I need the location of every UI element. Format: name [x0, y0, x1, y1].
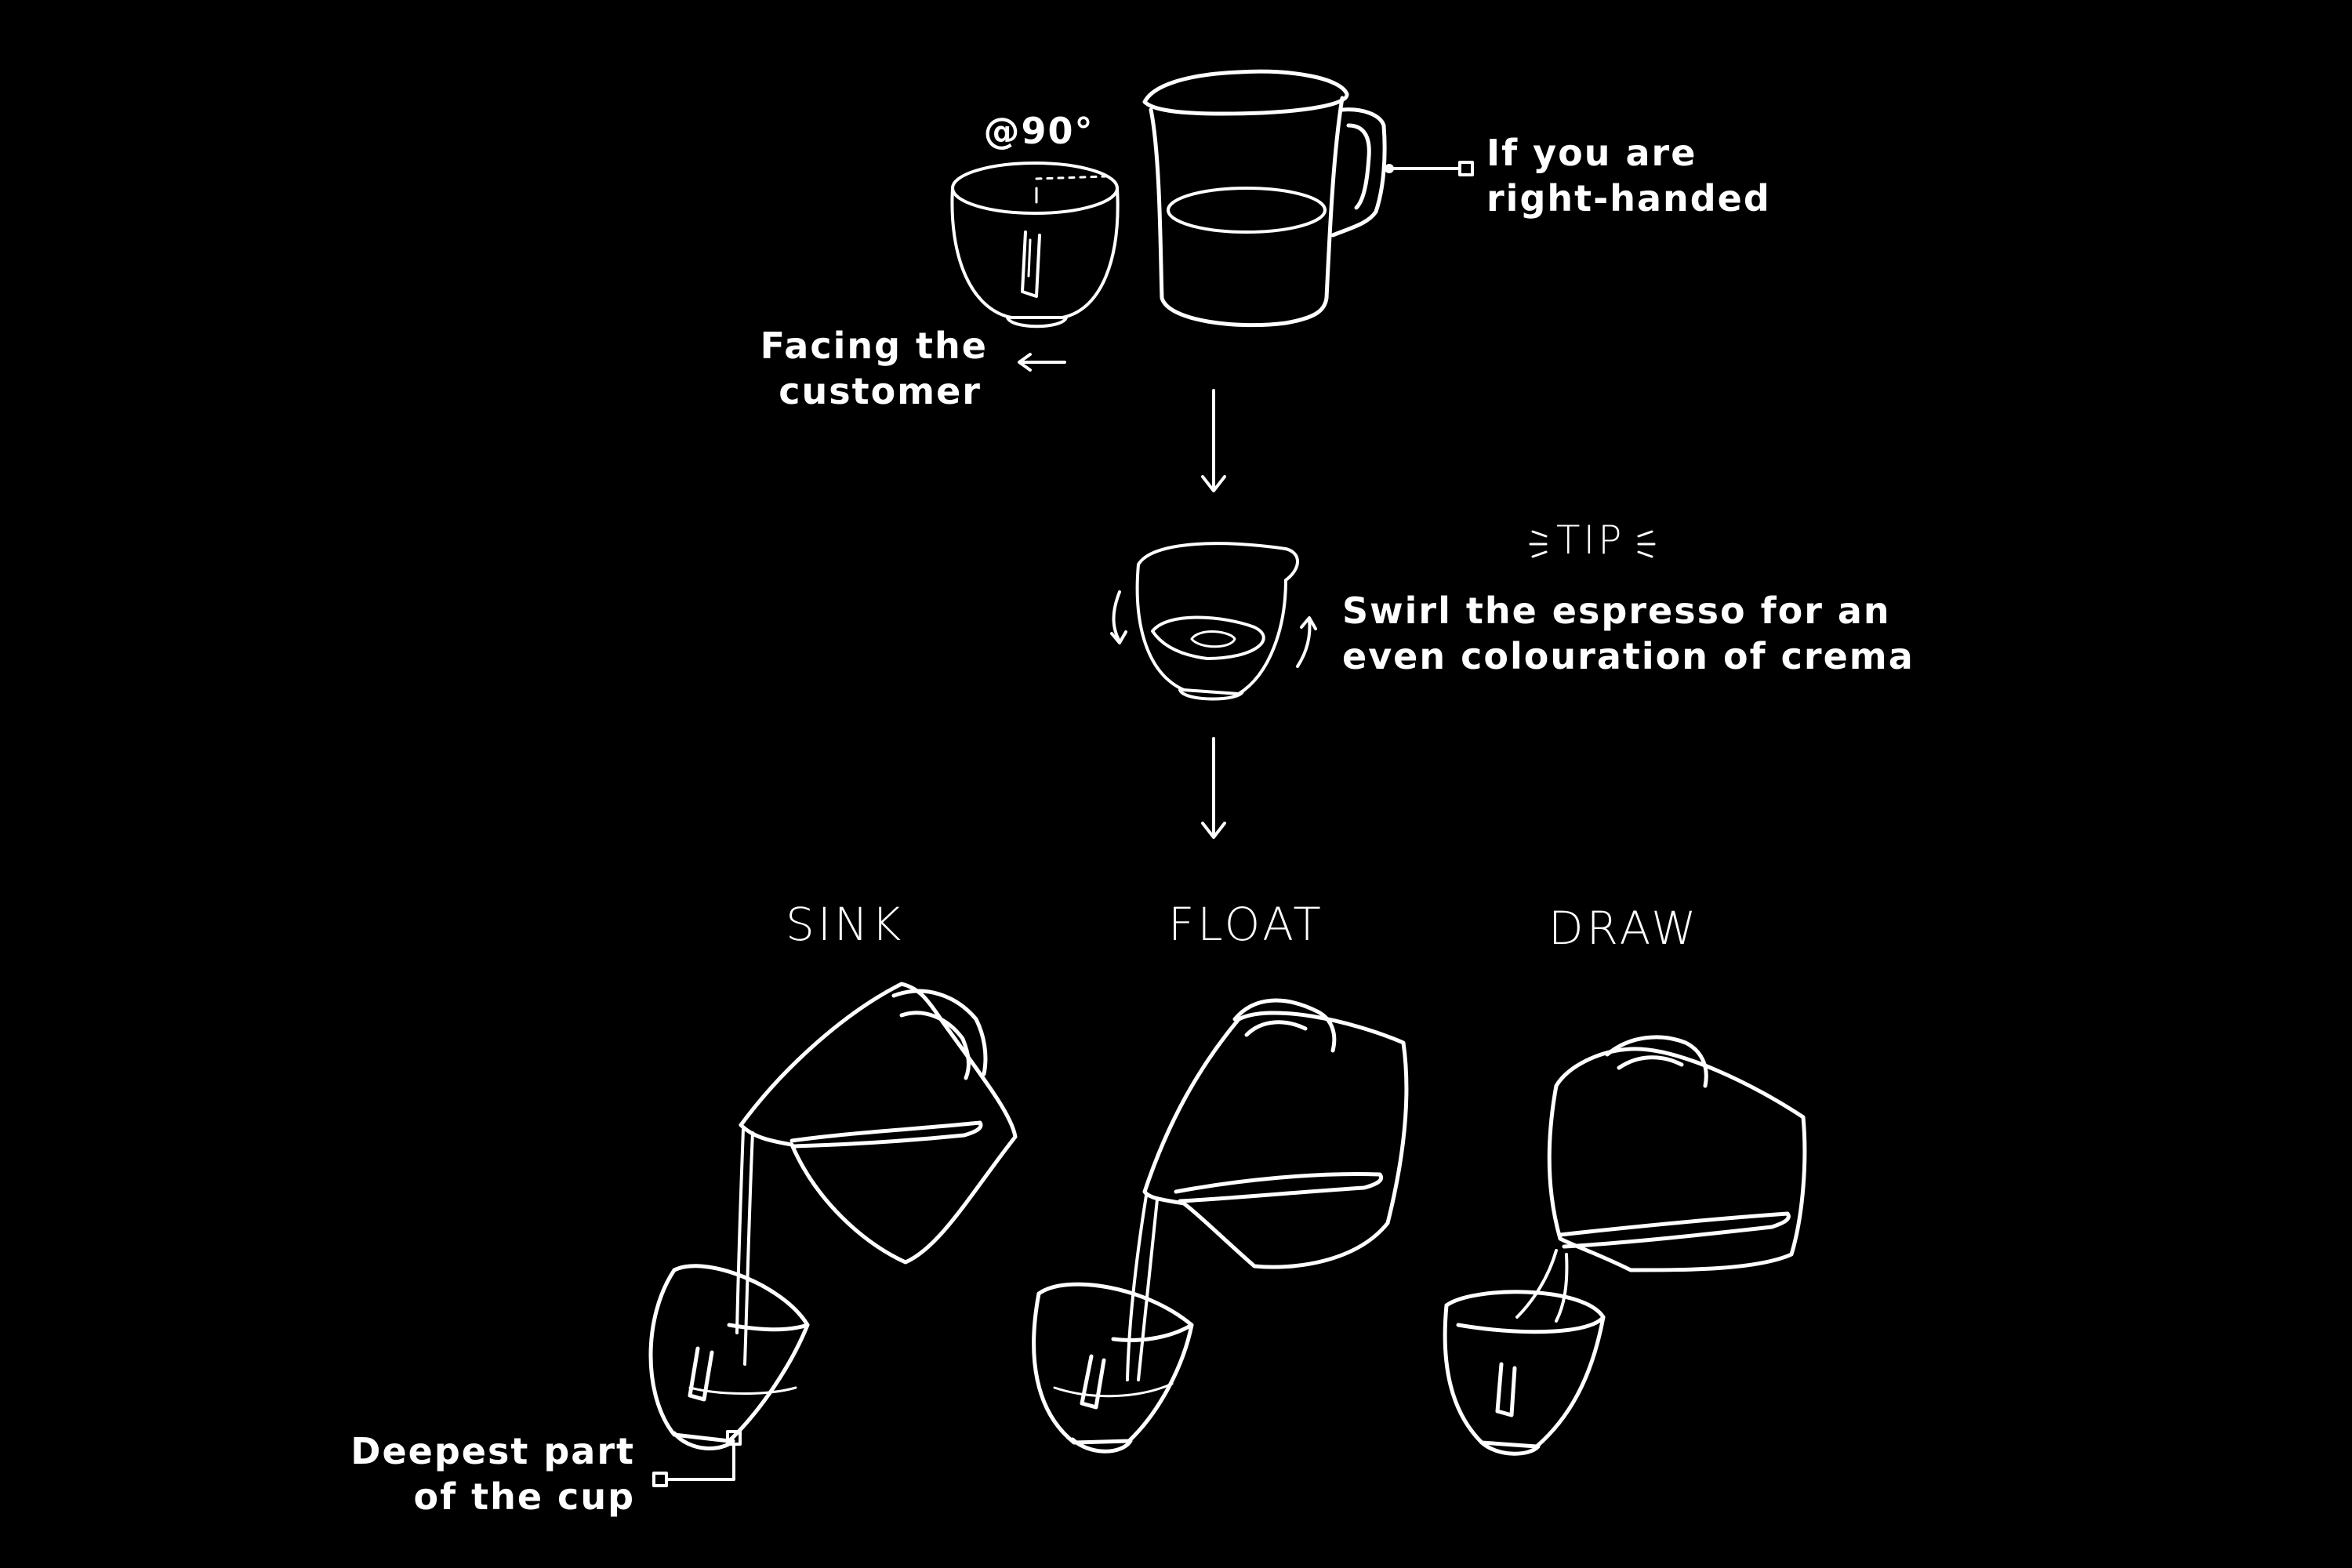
sink-cup-icon	[648, 1264, 810, 1450]
leader-line	[652, 1430, 742, 1487]
pour-stream-icon	[1126, 1194, 1159, 1381]
arrow-icon	[1201, 737, 1226, 839]
float-cup-icon	[1032, 1282, 1194, 1454]
technique-float-title: FLOAT	[1168, 898, 1324, 951]
deepest-part-label: Deepest part of the cup	[350, 1430, 635, 1518]
arrow-icon	[1201, 389, 1226, 492]
arrow-icon	[1018, 353, 1066, 372]
tip-flourish	[1529, 530, 1656, 558]
draw-pitcher-icon	[1547, 1035, 1807, 1272]
cup-icon	[950, 162, 1120, 328]
sink-pitcher-icon	[739, 982, 1018, 1265]
pour-stream-icon	[1515, 1249, 1569, 1323]
float-pitcher-icon	[1142, 998, 1409, 1269]
angle-label: @90°	[983, 110, 1094, 152]
cup-icon	[1135, 542, 1299, 701]
draw-cup-icon	[1443, 1290, 1606, 1456]
facing-customer-label: Facing the customer	[760, 325, 988, 412]
tip-text: Swirl the espresso for an even colourati…	[1342, 590, 1915, 677]
right-handed-label: If you are right-handed	[1486, 132, 1771, 220]
technique-sink-title: SINK	[786, 898, 905, 951]
pitcher-icon	[1142, 69, 1387, 328]
tip-heading: TIP	[1556, 517, 1625, 563]
leader-line	[1385, 161, 1474, 176]
swirl-arrow-icon	[1110, 590, 1317, 668]
technique-draw-title: DRAW	[1548, 902, 1700, 955]
